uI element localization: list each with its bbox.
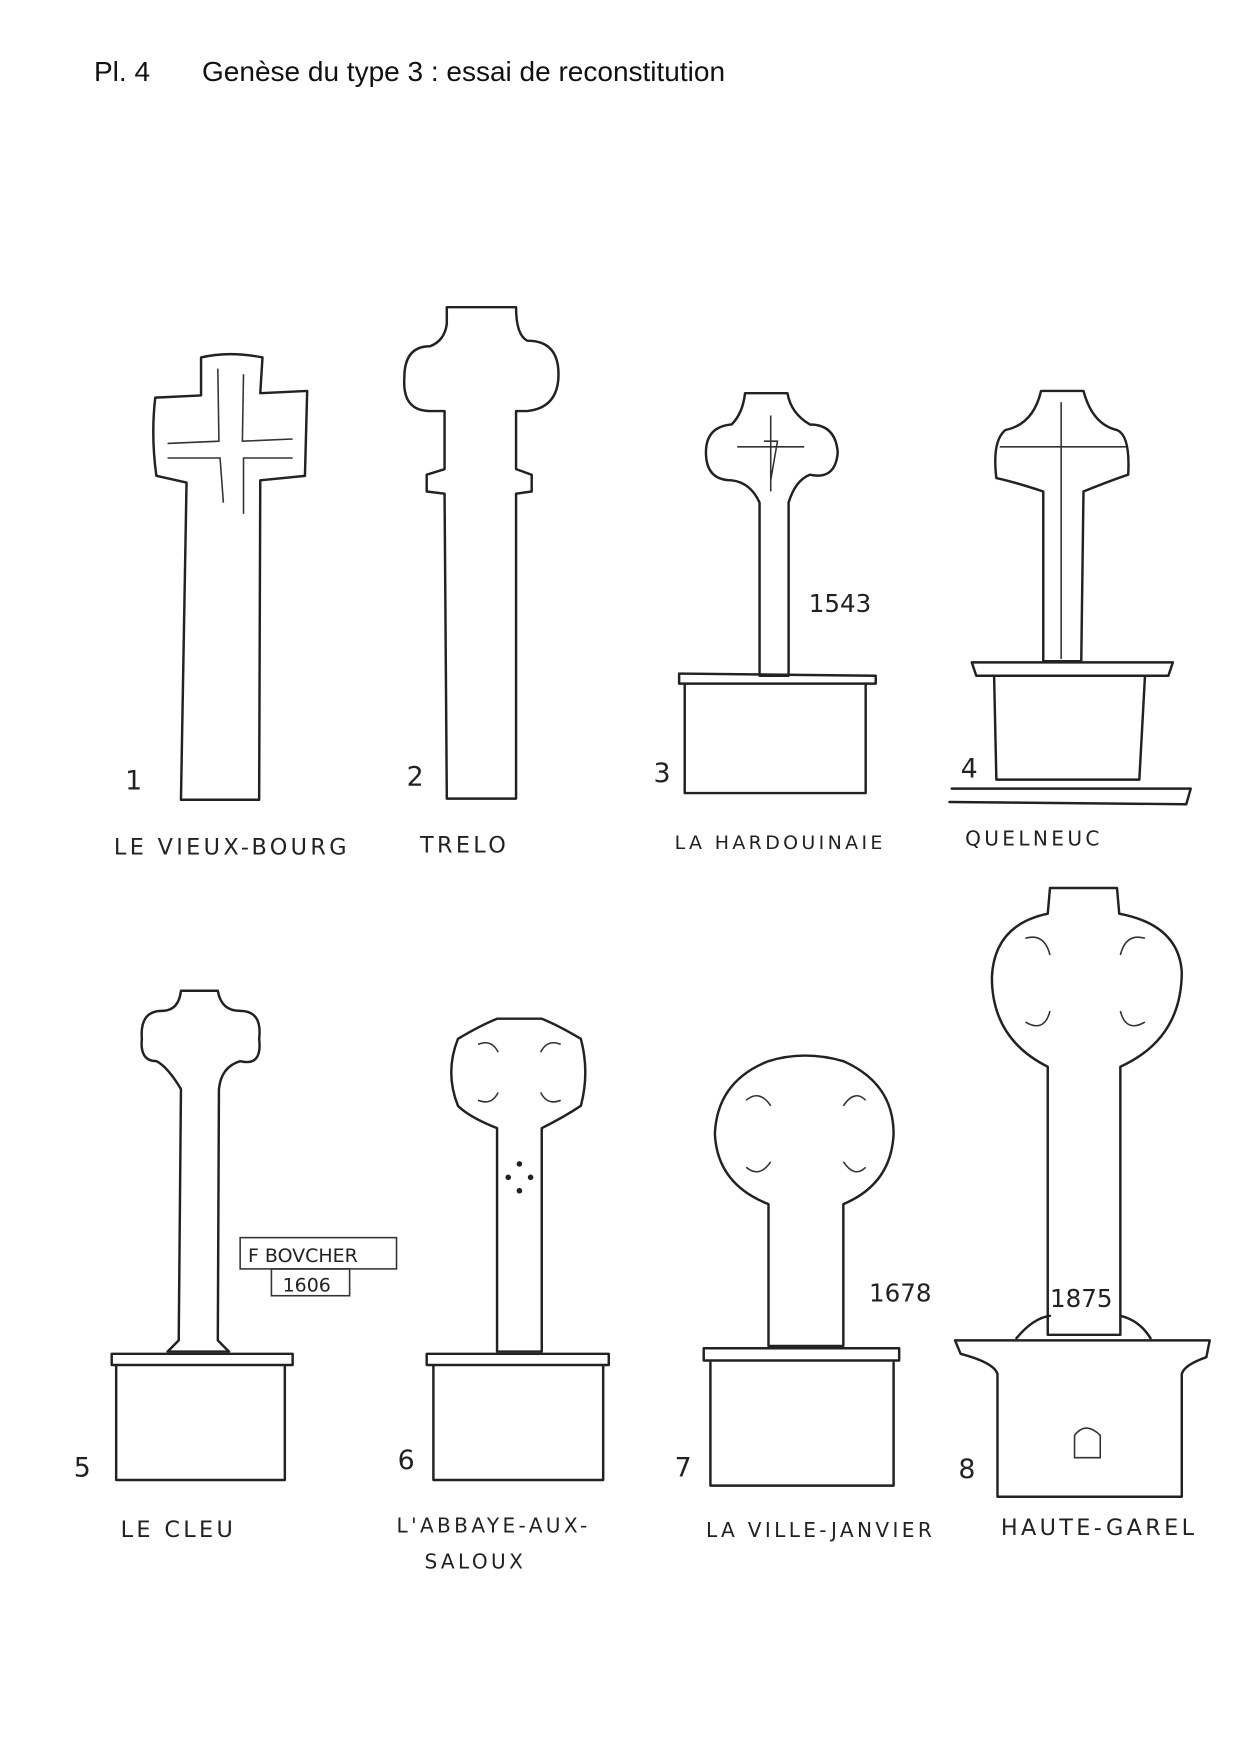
cross-3-drawing: 1543 3 LA HARDOUINAIE xyxy=(653,391,886,854)
cross-6-number: 6 xyxy=(398,1445,415,1476)
cross-1-drawing: 1 LE VIEUX-BOURG xyxy=(114,352,350,861)
plate-number: Pl. 4 xyxy=(94,56,151,87)
cross-7-drawing: 1678 7 LA VILLE-JANVIER xyxy=(675,1054,935,1542)
cross-7-date: 1678 xyxy=(869,1278,932,1307)
cross-1-label: LE VIEUX-BOURG xyxy=(114,835,350,861)
cross-3-label: LA HARDOUINAIE xyxy=(675,832,886,854)
cross-6-drawing: 6 L'ABBAYE-AUX- SALOUX xyxy=(397,1017,610,1573)
cross-8-date: 1875 xyxy=(1050,1284,1113,1313)
cross-5-drawing: F BOVCHER 1606 5 LE CLEU xyxy=(74,989,398,1543)
cross-5-number: 5 xyxy=(74,1453,91,1484)
cross-6-dots xyxy=(505,1161,534,1194)
cross-7-label: LA VILLE-JANVIER xyxy=(706,1518,935,1542)
cross-4-drawing: 4 QUELNEUC xyxy=(948,389,1192,851)
plate-title: Pl. 4 Genèse du type 3 : essai de reconst… xyxy=(94,56,725,88)
cross-3-number: 3 xyxy=(653,758,670,789)
cross-6-label-line1: L'ABBAYE-AUX- xyxy=(397,1514,591,1538)
cross-6-label-line2: SALOUX xyxy=(424,1549,526,1573)
cross-2-number: 2 xyxy=(407,761,424,792)
cross-3-date: 1543 xyxy=(809,589,872,618)
plate-caption: Genèse du type 3 : essai de reconstituti… xyxy=(202,56,726,87)
cross-5-inscription-date: 1606 xyxy=(283,1274,331,1296)
cross-7-number: 7 xyxy=(675,1453,692,1484)
cross-4-label: QUELNEUC xyxy=(965,827,1103,851)
cross-5-label: LE CLEU xyxy=(121,1517,237,1543)
cross-2-label: TRELO xyxy=(419,832,509,858)
cross-1-number: 1 xyxy=(125,766,142,797)
cross-8-label: HAUTE-GAREL xyxy=(1001,1515,1198,1541)
cross-5-inscription-name: F BOVCHER xyxy=(248,1245,358,1267)
cross-8-drawing: 1875 8 HAUTE-GAREL xyxy=(953,886,1211,1541)
cross-4-number: 4 xyxy=(961,753,978,784)
cross-8-number: 8 xyxy=(958,1454,975,1485)
cross-2-drawing: 2 TRELO xyxy=(403,305,560,858)
